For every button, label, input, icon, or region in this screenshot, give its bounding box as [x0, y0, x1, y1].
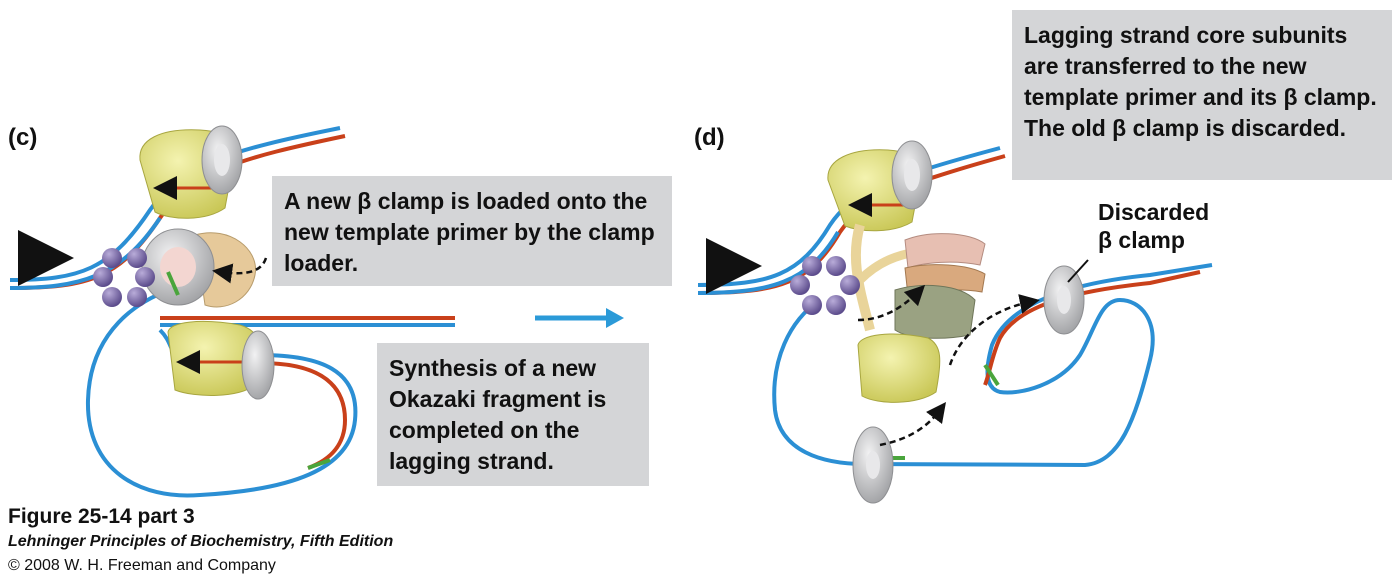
lower-core-polymerase-d: [857, 333, 941, 403]
progress-arrow-head: [606, 308, 624, 328]
tau-subunits-c: [93, 248, 155, 307]
lower-beta-clamp-c: [241, 330, 275, 400]
figure-caption-title: Figure 25-14 part 3: [8, 505, 195, 528]
completed-okazaki-fragment-d: [983, 270, 1201, 386]
lagging-loop-template: [85, 288, 358, 498]
discarded-label-leader: [1067, 259, 1089, 283]
okazaki-fragment: [175, 361, 348, 470]
callout-clamp-loading: A new β clamp is loaded onto the new tem…: [272, 176, 672, 286]
primer-c-bottom: [307, 458, 331, 470]
discarded-clamp-label: Discarded β clamp: [1098, 198, 1209, 254]
discarded-label-line1: Discarded: [1098, 199, 1210, 225]
callout-okazaki-synthesis: Synthesis of a new Okazaki fragment is c…: [377, 343, 649, 486]
callout-core-transfer: Lagging strand core subunits are transfe…: [1012, 10, 1392, 180]
panel-label-c: (c): [8, 124, 38, 151]
panel-c-artwork: [9, 125, 624, 498]
clamp-loader-pink-d: [904, 233, 986, 269]
tau-subunits-d: [790, 256, 860, 315]
figure-caption-copyright: © 2008 W. H. Freeman and Company: [8, 557, 276, 574]
loading-dashed-arrow-c: [212, 257, 268, 284]
lagging-loop-template-d: [772, 263, 1213, 468]
panel-d-artwork: [697, 140, 1213, 504]
clamp-loader-green-d: [894, 284, 976, 339]
discarded-label-line2: β clamp: [1098, 227, 1185, 253]
panel-label-d: (d): [694, 124, 725, 151]
figure-caption-book: Lehninger Principles of Biochemistry, Fi…: [8, 533, 394, 550]
